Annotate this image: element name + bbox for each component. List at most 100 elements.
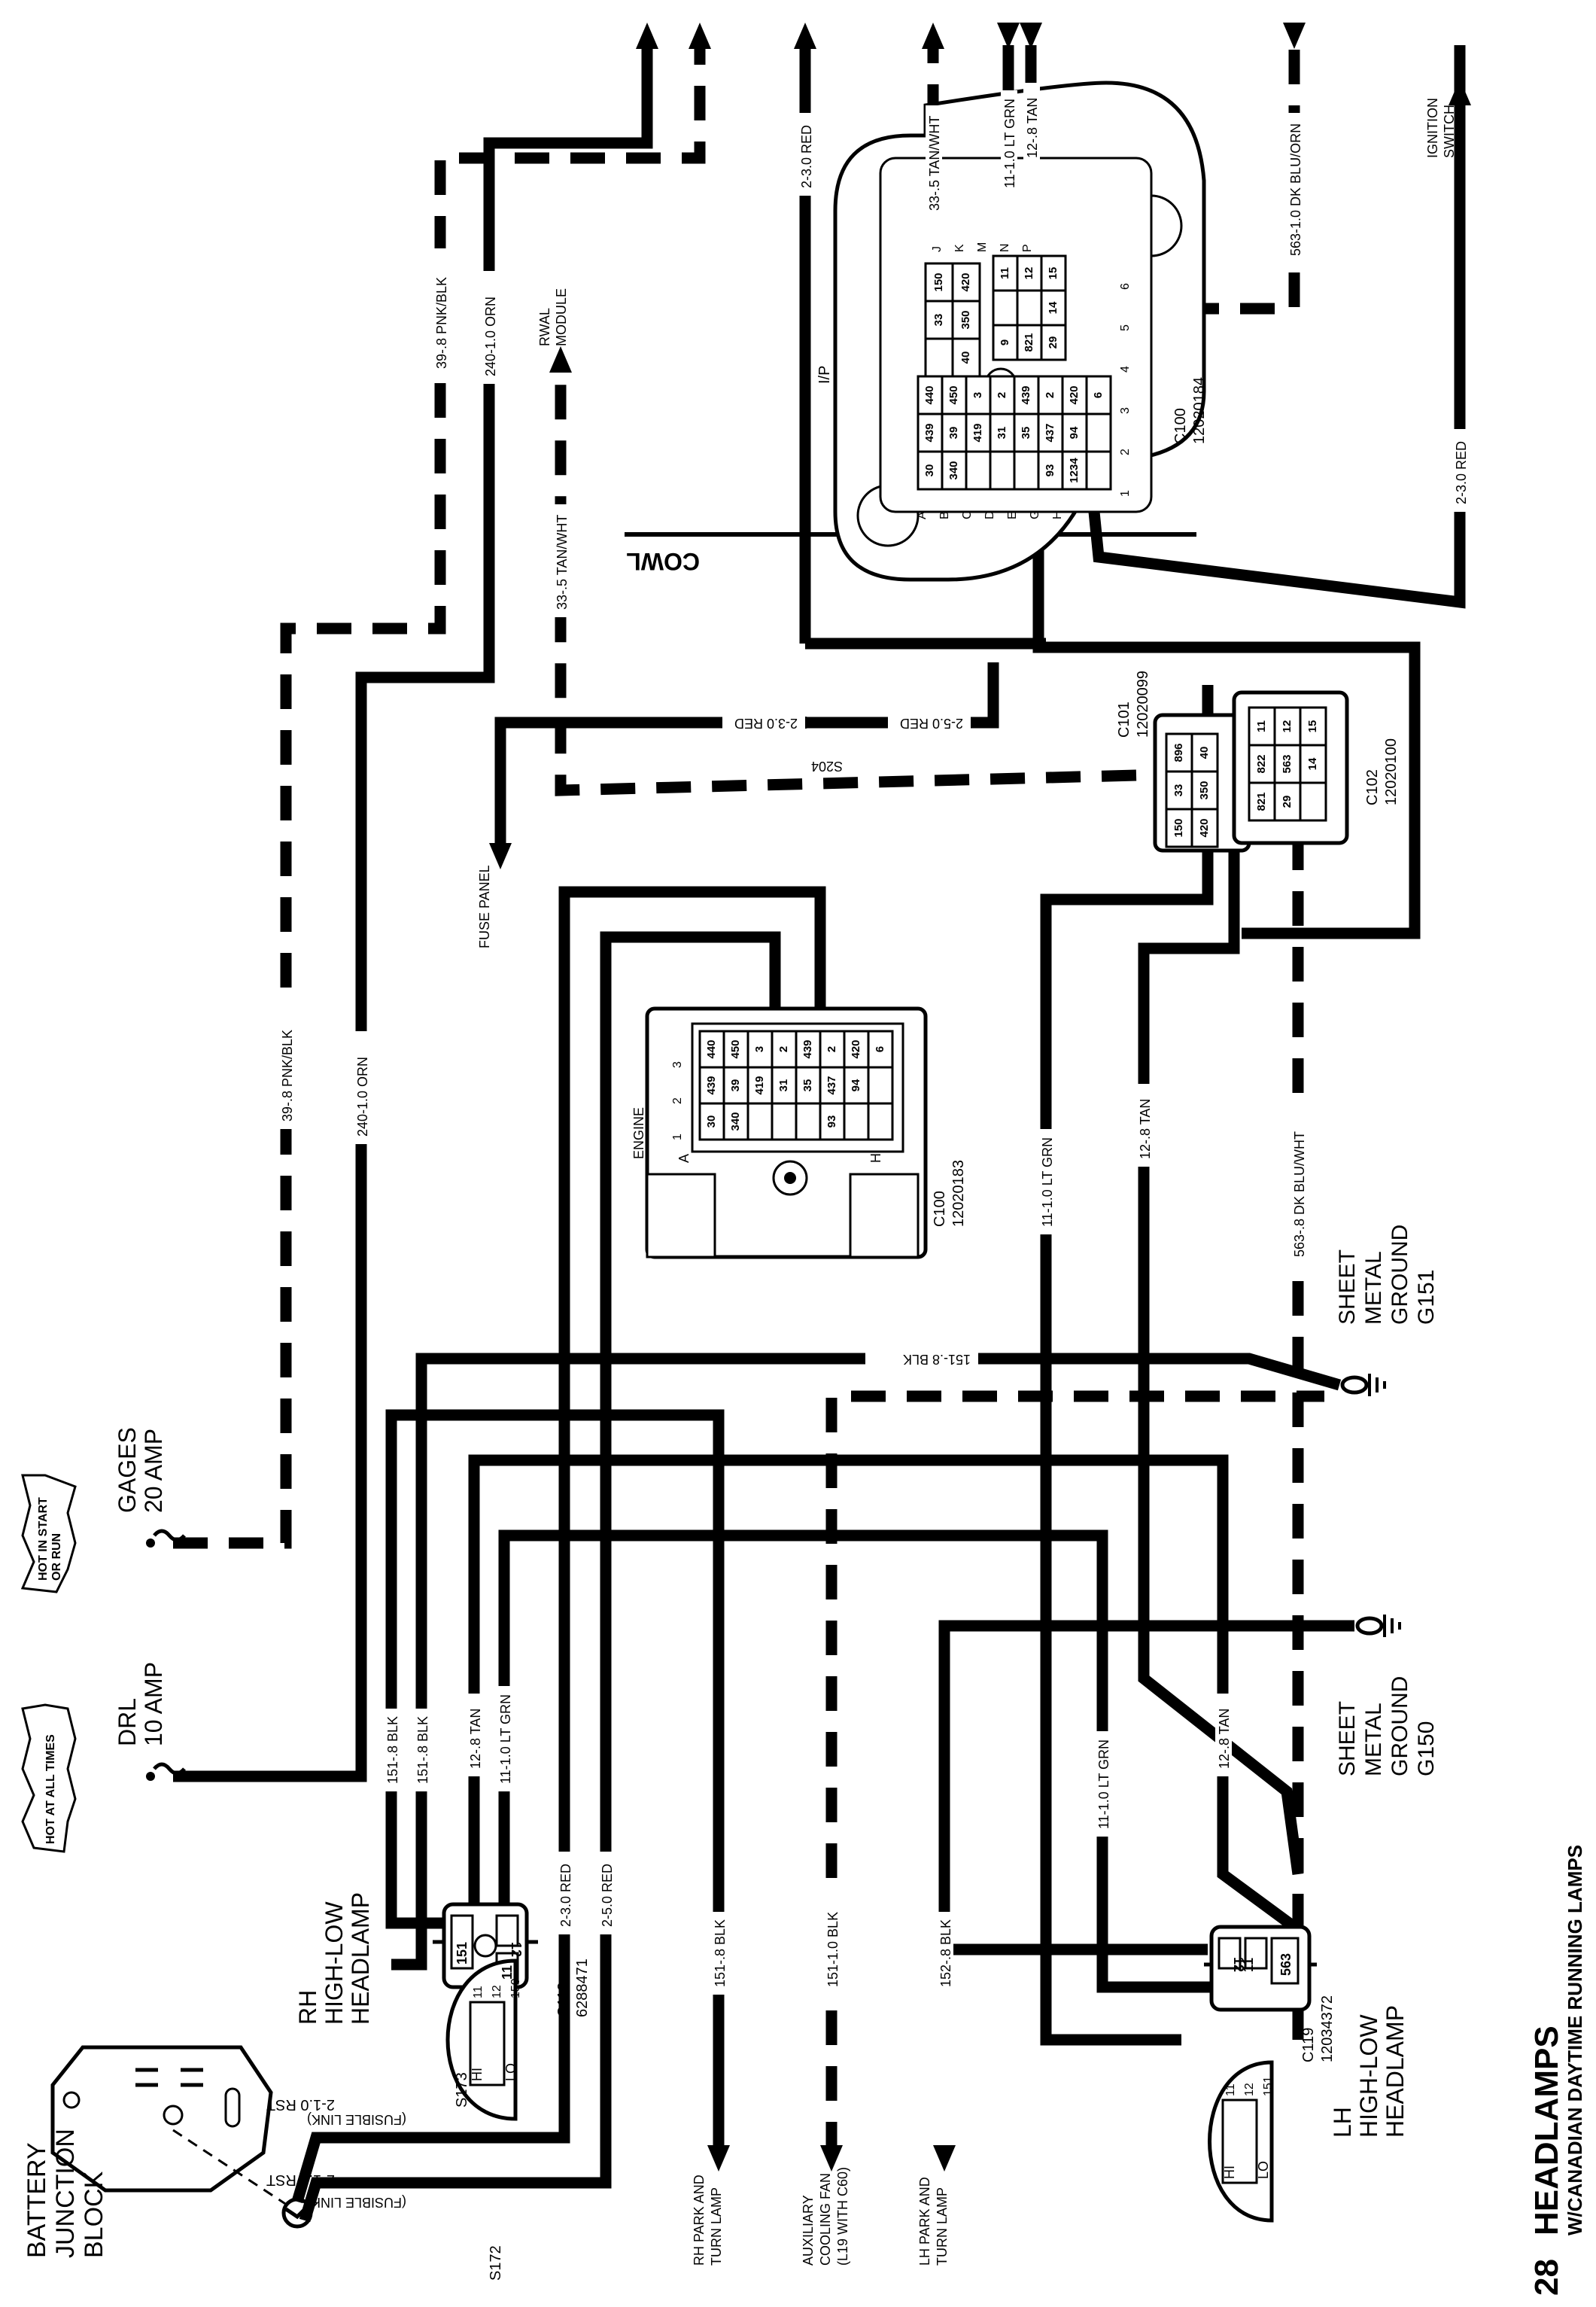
connector-cavity bbox=[924, 262, 954, 303]
cavity-number: 35 bbox=[801, 1079, 814, 1092]
drl-fuse-rating: 10 AMP bbox=[140, 1662, 167, 1746]
wire-11-ltgrn-lh bbox=[1040, 685, 1214, 2046]
rh-headlamp-label-2: HIGH-LOW bbox=[321, 1901, 348, 2025]
connector-pin-label: 2 bbox=[1119, 449, 1132, 455]
cavity-number: 350 bbox=[1198, 781, 1211, 799]
connector-cavity bbox=[1040, 324, 1067, 361]
connector-cavity bbox=[795, 1102, 822, 1141]
cavity-number: 94 bbox=[1068, 426, 1081, 439]
connector-pin-label: 3 bbox=[1119, 407, 1132, 414]
cavity-number: 821 bbox=[1255, 792, 1268, 811]
lbl-12-a: 12-.8 TAN bbox=[468, 1709, 483, 1769]
lbl-151-c: 151-.8 BLK bbox=[713, 1919, 728, 1987]
cavity-number: 11 bbox=[999, 267, 1011, 279]
lbl-11-a: 11-1.0 LT GRN bbox=[498, 1694, 513, 1784]
cavity-number: 150 bbox=[932, 272, 945, 291]
battery-label-1: BATTERY bbox=[23, 2142, 51, 2258]
lbl-11-d: 11-1.0 LT GRN bbox=[1002, 99, 1017, 188]
cavity-number: 6 bbox=[1092, 392, 1105, 398]
connector-pin-label: H bbox=[1051, 510, 1064, 519]
connector-cavity bbox=[698, 1102, 725, 1141]
connector-cavity bbox=[1190, 808, 1219, 848]
connector-cavity bbox=[1085, 450, 1112, 491]
gages-fuse-rating: 20 AMP bbox=[140, 1429, 167, 1513]
lbl-151-b: 151-.8 BLK bbox=[415, 1716, 430, 1784]
lbl-2-30-a: 2-3.0 RED bbox=[558, 1864, 573, 1927]
cavity-number: 29 bbox=[1047, 336, 1059, 349]
lh-headlamp-label-3: HEADLAMP bbox=[1382, 2005, 1409, 2138]
lh-headlamp-label-2: HIGH-LOW bbox=[1355, 2014, 1382, 2138]
ip-c100-connector: 4404393045039340341923143935243793420941… bbox=[833, 81, 1206, 582]
c118-part: 6288471 bbox=[574, 1959, 591, 2017]
wire-2-3-red-fuse bbox=[494, 662, 999, 847]
ignition-label-2: SWITCH bbox=[1442, 105, 1457, 158]
battery-junction-block bbox=[50, 2045, 313, 2229]
cavity-number: 12 bbox=[1281, 720, 1294, 733]
wire-240-orn bbox=[173, 45, 653, 1782]
splice-s172: S172 bbox=[488, 2245, 504, 2281]
lbl-11-c: 11-1.0 LT GRN bbox=[1040, 1137, 1055, 1227]
lbl-152: 152-.8 BLK bbox=[938, 1919, 953, 1987]
connector-cavity bbox=[992, 289, 1019, 327]
cavity-number: 419 bbox=[971, 423, 984, 442]
ignition-label-1: IGNITION bbox=[1425, 98, 1440, 158]
lh-bulb-pin-11: 11 bbox=[1224, 2083, 1237, 2096]
cavity-number: 439 bbox=[801, 1039, 814, 1058]
lh-pin-563: 563 bbox=[1278, 1953, 1294, 1976]
engine-c100-part: 12020183 bbox=[950, 1160, 967, 1227]
connector-cavity bbox=[951, 337, 981, 378]
connector-cavity bbox=[924, 337, 954, 378]
gages-badge bbox=[20, 1474, 77, 1593]
connector-pin-label: C bbox=[961, 510, 974, 519]
cavity-number: 93 bbox=[825, 1115, 838, 1128]
cavity-number: 6 bbox=[874, 1046, 886, 1052]
engine-row-h: H bbox=[868, 1153, 883, 1163]
lh-bulb-hi: HI bbox=[1222, 2165, 1237, 2179]
cavity-number: 420 bbox=[850, 1039, 862, 1058]
lbl-2-30-c: 2-3.0 RED bbox=[799, 125, 814, 188]
cavity-number: 821 bbox=[1023, 333, 1035, 352]
rh-park-2: TURN LAMP bbox=[709, 2187, 724, 2266]
c118-label: C118 bbox=[555, 1983, 572, 2017]
lbl-33-b: 33-.5 TAN/WHT bbox=[927, 116, 942, 211]
rh-bulb-lo: LO bbox=[503, 2063, 518, 2081]
connector-cavity bbox=[1299, 781, 1327, 822]
g150-line1: SHEET bbox=[1335, 1701, 1360, 1776]
connector-cavity bbox=[1013, 450, 1040, 491]
c102-part: 12020100 bbox=[1383, 738, 1400, 805]
c119-label: C119 bbox=[1300, 2028, 1317, 2062]
connector-cavity bbox=[867, 1066, 894, 1105]
connector-cavity bbox=[843, 1066, 870, 1105]
fusible-link-2-label: 2-1.0 RST bbox=[266, 2172, 335, 2188]
connector-cavity bbox=[1299, 744, 1327, 784]
connector-cavity bbox=[992, 324, 1019, 361]
cavity-number: 420 bbox=[1068, 385, 1081, 404]
connector-pin-label: 3 bbox=[671, 1061, 684, 1068]
connector-cavity bbox=[1190, 770, 1219, 811]
cavity-number: 419 bbox=[753, 1076, 766, 1094]
ip-c100-cavities: 4404393045039340341923143935243793420941… bbox=[917, 254, 1112, 491]
wire-151-blk-rh-b bbox=[385, 1409, 725, 2156]
cavity-number: 2 bbox=[825, 1046, 838, 1052]
page-title: HEADLAMPS bbox=[1528, 2025, 1565, 2235]
connector-cavity bbox=[1248, 781, 1276, 822]
fusible-link-1 bbox=[291, 2132, 331, 2204]
cavity-number: 35 bbox=[1020, 427, 1032, 440]
cavity-number: 30 bbox=[923, 464, 936, 477]
lbl-240-a: 240-1.0 ORN bbox=[355, 1057, 370, 1137]
c102-name: C102 bbox=[1364, 769, 1381, 805]
cavity-number: 15 bbox=[1306, 720, 1319, 733]
cavity-number: 3 bbox=[971, 392, 984, 398]
cavity-number: 437 bbox=[1044, 423, 1056, 442]
connector-pin-label: J bbox=[931, 246, 944, 252]
lh-headlamp-label-1: LH bbox=[1329, 2107, 1356, 2138]
cavity-number: 31 bbox=[996, 427, 1008, 440]
cavity-number: 39 bbox=[947, 427, 960, 440]
engine-label: ENGINE bbox=[631, 1107, 646, 1159]
engine-row-a: A bbox=[676, 1154, 692, 1163]
fuse-panel-label: FUSE PANEL bbox=[477, 865, 492, 948]
lh-pin-11: 11 bbox=[1241, 1958, 1256, 1972]
cavity-number: 450 bbox=[947, 385, 960, 404]
